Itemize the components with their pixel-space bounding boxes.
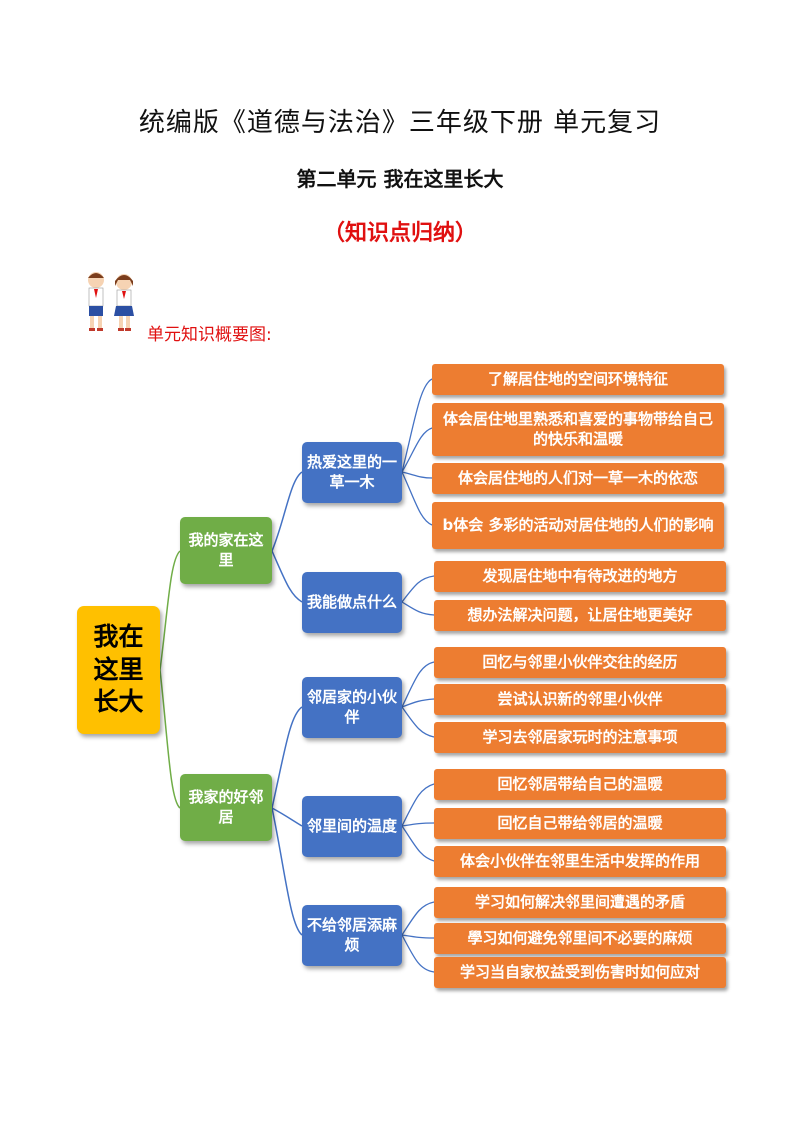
leaf-item: 学习当自家权益受到伤害时如何应对 xyxy=(434,957,726,988)
leaf-item: b体会 多彩的活动对居住地的人们的影响 xyxy=(432,502,724,549)
leaf-item: 学习如何解决邻里间遭遇的矛盾 xyxy=(434,887,726,918)
topic-node-no-trouble: 不给邻居添麻烦 xyxy=(302,905,402,966)
leaf-item: 发现居住地中有待改进的地方 xyxy=(434,561,726,592)
root-node: 我在这里长大 xyxy=(77,606,160,734)
connector-branch2-topic3 xyxy=(271,706,303,809)
knowledge-points-heading: （知识点归纳） xyxy=(322,221,477,246)
topic-node-neighborly-warmth: 邻里间的温度 xyxy=(302,796,402,857)
overview-label: 单元知识概要图: xyxy=(147,325,272,345)
connector-branch2-topic5 xyxy=(271,807,303,936)
leaf-item: 學习如何避免邻里间不必要的麻烦 xyxy=(434,923,726,954)
leaf-item: 想办法解决问题，让居住地更美好 xyxy=(434,600,726,631)
leaf-item: 回忆邻居带给自己的温暖 xyxy=(434,769,726,800)
connector-branch1-topic2 xyxy=(271,550,303,603)
topic-node-neighbor-friends: 邻居家的小伙伴 xyxy=(302,677,402,738)
leaf-item: 回忆与邻里小伙伴交往的经历 xyxy=(434,647,726,678)
connector-branch2-topic4 xyxy=(271,807,303,827)
leaf-item: 体会居住地的人们对一草一木的依恋 xyxy=(432,463,724,494)
connector-root-branch2 xyxy=(159,669,181,809)
topic-node-what-can-i-do: 我能做点什么 xyxy=(302,572,402,633)
unit-subtitle: 第二单元 我在这里长大 xyxy=(296,167,504,191)
leaf-item: 学习去邻居家玩时的注意事项 xyxy=(434,722,726,753)
leaf-item: 回忆自己带给邻居的温暖 xyxy=(434,808,726,839)
branch-node-good-neighbors: 我家的好邻居 xyxy=(180,774,272,841)
connector-root-branch1 xyxy=(159,550,181,671)
connector-branch1-topic1 xyxy=(271,471,303,552)
leaf-item: 体会小伙伴在邻里生活中发挥的作用 xyxy=(434,846,726,877)
page-title: 统编版《道德与法治》三年级下册 单元复习 xyxy=(138,108,662,138)
topic-node-love-plants: 热爱这里的一草一木 xyxy=(302,442,402,503)
leaf-item: 尝试认识新的邻里小伙伴 xyxy=(434,684,726,715)
students-illustration-icon xyxy=(88,272,134,331)
leaf-item: 体会居住地里熟悉和喜爱的事物带给自己的快乐和温暖 xyxy=(432,403,724,456)
branch-node-my-home: 我的家在这里 xyxy=(180,517,272,584)
leaf-item: 了解居住地的空间环境特征 xyxy=(432,364,724,395)
